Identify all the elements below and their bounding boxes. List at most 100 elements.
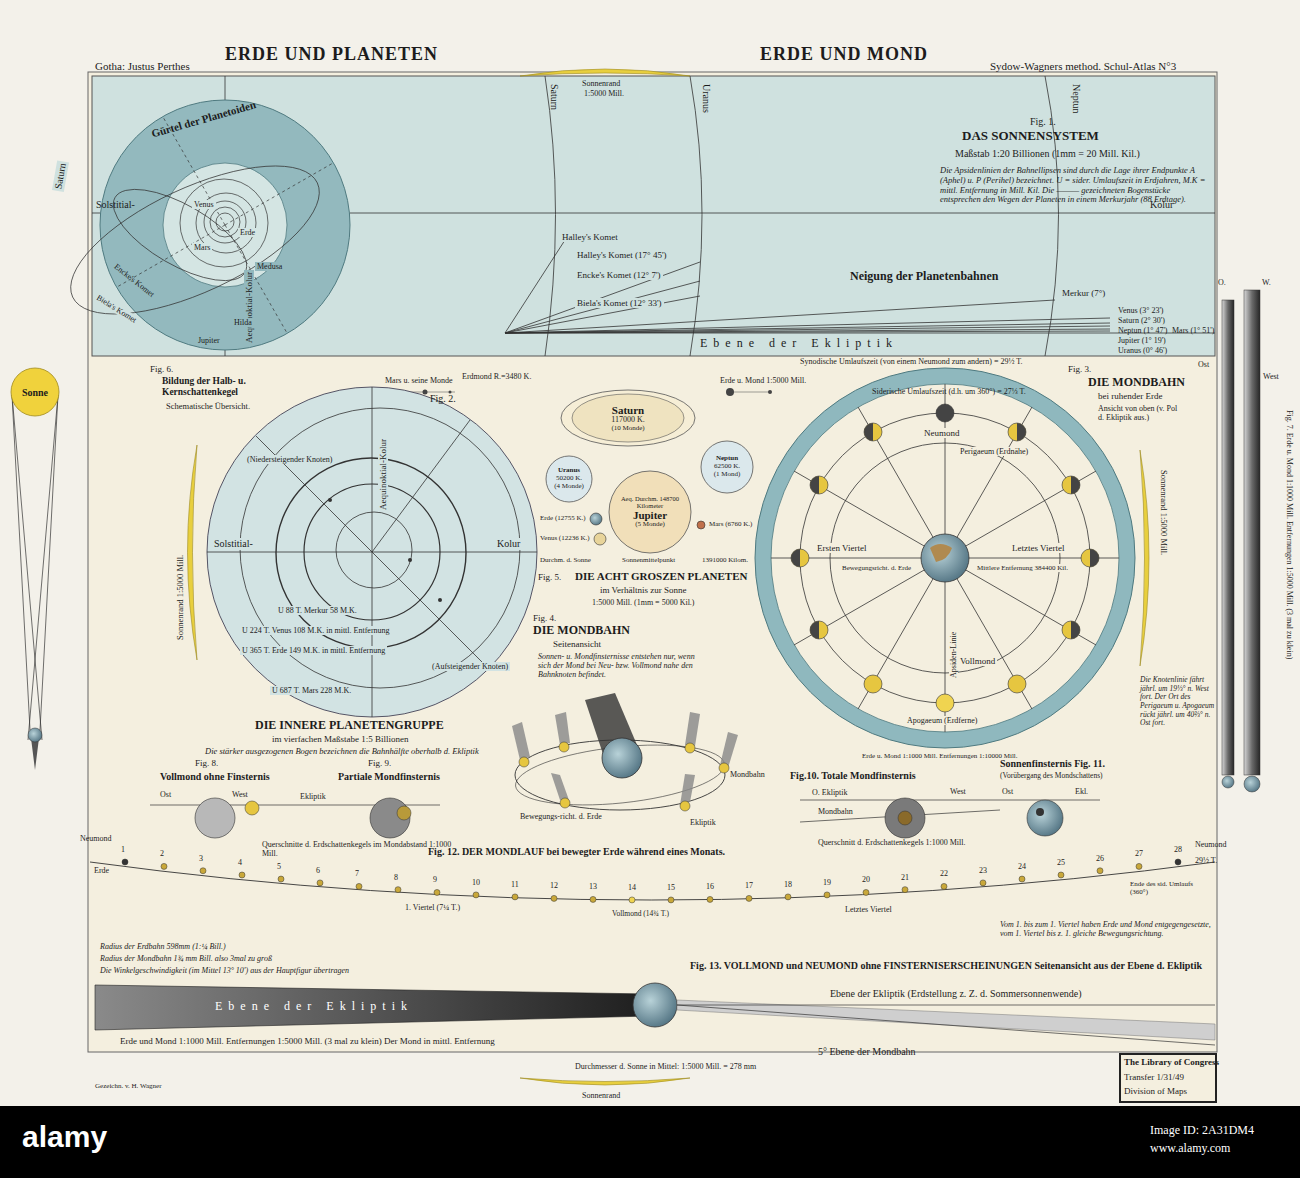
- planet-disc: Uranus50200 K.(4 Monde): [545, 455, 593, 503]
- plate-label: Die stärker ausgezogenen Bogen bezeichne…: [205, 747, 479, 757]
- plate-title: ERDE UND PLANETEN: [225, 44, 438, 65]
- plate-label: Erdmond R.=3480 K.: [462, 372, 531, 381]
- plate-label: www.alamy.com: [1150, 1142, 1230, 1156]
- planet-disc: Aeq. Durchm. 148700 KilometerJupiter(5 M…: [608, 470, 692, 554]
- planet-disc: Neptun62500 K.(1 Mond): [700, 440, 754, 494]
- planet-name: Aeq. Durchm. 148700 Kilometer: [614, 495, 686, 509]
- moon-dot: [122, 859, 128, 865]
- plate-label: Letztes Viertel: [1010, 543, 1067, 553]
- day-number: 22: [940, 869, 948, 878]
- plate-label: Bewegungs-richt. d. Erde: [520, 812, 602, 821]
- day-number: 24: [1018, 862, 1026, 871]
- planet-label: Venus (12236 K.): [540, 532, 607, 546]
- day-number: 15: [667, 883, 675, 892]
- plate-label: Bildung der Halb- u. Kernschattenkegel: [162, 376, 272, 398]
- plate-label: U 365 T. Erde 149 M.K. in mittl. Entfern…: [240, 646, 387, 655]
- plate-label: Mondbahn: [730, 770, 765, 779]
- plate-label: Division of Maps: [1124, 1086, 1187, 1096]
- planet-name: Uranus: [558, 467, 580, 475]
- plate-label: Erde u. Mond 1:5000 Mill.: [720, 376, 806, 385]
- moon-dot: [1019, 876, 1025, 882]
- day-number: 16: [706, 882, 714, 891]
- plate-label: Neumond: [80, 834, 112, 843]
- plate-label: Sonnenfinsternis Fig. 11.: [1000, 758, 1105, 770]
- plate-label: Sonnenmittelpunkt: [622, 556, 675, 564]
- planet-name: Erde (12755 K.): [540, 515, 586, 523]
- rotated-label: Fig. 7. Erde u. Mond 1:1000 Mill. Entfer…: [1285, 410, 1294, 659]
- plate-label: Ansicht von oben (v. Pol d. Ekliptik aus…: [1098, 404, 1178, 422]
- plate-label: Neumond: [922, 428, 962, 438]
- plate-label: O. Ekliptik: [812, 788, 848, 797]
- plate-label: Querschnitt d. Erdschattenkegels 1:1000 …: [818, 838, 978, 847]
- plate-label: 1:5000 Mill. (1mm = 5000 Kil.): [592, 598, 695, 607]
- plate-label: 1391000 Kilom.: [702, 556, 748, 564]
- planet-disc: Sonne: [10, 367, 60, 417]
- moon-dot: [746, 895, 752, 901]
- planet-detail: (4 Monde): [554, 483, 584, 491]
- day-number: 18: [784, 880, 792, 889]
- planet-dot: [589, 512, 603, 526]
- plate-label: Fig. 6.: [150, 364, 173, 374]
- plate-label: Mars: [192, 243, 212, 252]
- day-number: 21: [901, 873, 909, 882]
- moon-dot: [356, 883, 362, 889]
- moon-dot: [629, 897, 635, 903]
- plate-label: Kolur: [495, 538, 522, 550]
- plate-label: Solstitial-: [96, 199, 135, 211]
- plate-label: ERDE UND MOND: [760, 44, 928, 65]
- planet-detail: Jupiter: [633, 509, 667, 521]
- moon-dot: [200, 868, 206, 874]
- plate-label: Jupiter (1° 19'): [1118, 336, 1166, 345]
- plate-label: Merkur (7°): [1060, 288, 1107, 298]
- plate-label: Querschnitte d. Erdschattenkegels im Mon…: [262, 840, 452, 858]
- plate-label: Fig. 1.: [1030, 116, 1056, 128]
- plate-label: Ersten Viertel: [815, 543, 869, 553]
- moon-dot: [278, 876, 284, 882]
- planet-name: Mars (6760 K.): [709, 521, 752, 529]
- rotated-label: Encke's Komet: [112, 262, 156, 299]
- plate-label: Vollmond ohne Finsternis: [160, 771, 270, 783]
- plate-label: Siderische Umlaufszeit (d.h. um 360°) = …: [872, 387, 1026, 396]
- plate-label: Ost: [160, 790, 171, 799]
- moon-dot: [941, 883, 947, 889]
- moon-dot: [1136, 863, 1142, 869]
- plate-label: Saturn (2° 30'): [1118, 316, 1165, 325]
- moon-dot: [590, 896, 596, 902]
- plate-label: Sydow-Wagners method. Schul-Atlas N°3: [990, 60, 1176, 73]
- plate-label: U 224 T. Venus 108 M.K. in mittl. Entfer…: [240, 626, 392, 635]
- plate-label: Medusa: [255, 262, 284, 271]
- plate-label: Ende des sid. Umlaufs (360°): [1130, 880, 1208, 896]
- plate-label: Ost: [1198, 360, 1209, 369]
- day-number: 12: [550, 881, 558, 890]
- day-number: 25: [1057, 858, 1065, 867]
- rotated-label: Sonnenrand 1:5000 Mill.: [1158, 470, 1168, 555]
- moon-dot: [902, 887, 908, 893]
- day-number: 10: [472, 878, 480, 887]
- day-number: 11: [511, 880, 519, 889]
- rotated-label: Saturn: [549, 84, 561, 110]
- plate-label: Kolur: [1150, 199, 1173, 211]
- plate-label: Vollmond (14¾ T.): [612, 910, 669, 919]
- moon-dot: [551, 895, 557, 901]
- plate-label: (Niedersteigender Knoten): [245, 455, 335, 464]
- moon-dot: [317, 880, 323, 886]
- plate-label: 5° Ebene der Mondbahn: [818, 1046, 916, 1058]
- day-number: 14: [628, 883, 636, 892]
- plate-label: West: [950, 787, 966, 796]
- plate-label: Neptun (1° 47'): [1118, 326, 1168, 335]
- rotated-label: Biela's Komet: [93, 292, 140, 326]
- plate-label: bei ruhender Erde: [1098, 391, 1162, 401]
- moon-dot: [824, 892, 830, 898]
- plate-label: Radius der Erdbahn 598mm (1:¼ Bill.): [100, 942, 226, 951]
- plate-label: Partiale Mondfinsternis: [338, 771, 440, 783]
- plate-label: Erde und Mond 1:1000 Mill. Entfernungen …: [120, 1036, 495, 1046]
- plate-label: Fig. 5.: [538, 572, 561, 582]
- day-number: 23: [979, 866, 987, 875]
- plate-label: 1. Viertel (7¼ T.): [405, 903, 460, 912]
- plate-label: Vom 1. bis zum 1. Viertel haben Erde und…: [1000, 920, 1212, 938]
- plate-label: The Library of Congress: [1124, 1057, 1219, 1067]
- moon-dot: [863, 889, 869, 895]
- plate-label: Image ID: 2A31DM4: [1150, 1124, 1254, 1138]
- day-number: 7: [355, 869, 359, 878]
- plate-label: Halley's Komet (17° 45'): [575, 250, 669, 260]
